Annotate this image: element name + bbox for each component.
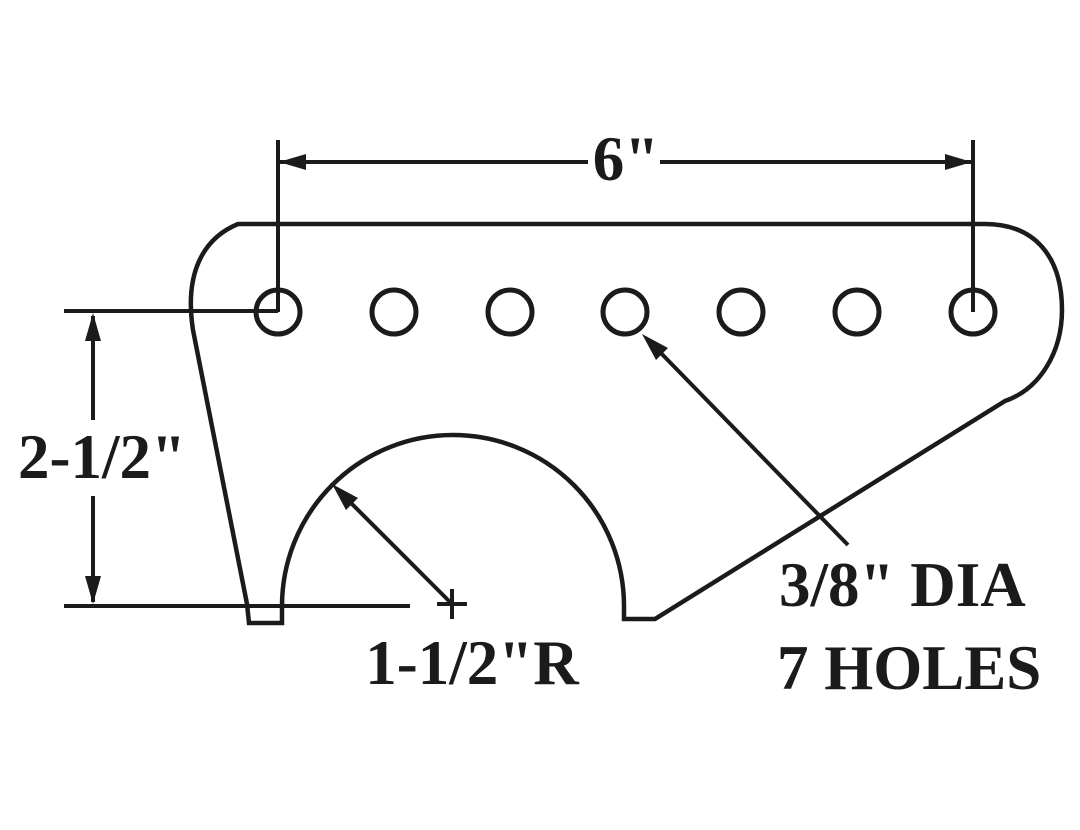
bolt-hole-6 (832, 287, 882, 337)
span-arrowhead-right (945, 154, 972, 170)
holes-note: 3/8" DIA 7 HOLES (642, 334, 1041, 703)
radius-label: 1-1/2"R (365, 628, 580, 698)
bolt-hole-4 (600, 287, 650, 337)
holes-leader-line (654, 346, 850, 547)
bolt-holes (253, 287, 998, 337)
dimension-span: 6" (276, 124, 975, 312)
height-arrowhead-bottom (85, 576, 101, 604)
height-arrowhead-top (85, 313, 101, 341)
bracket-outline (188, 221, 1065, 626)
dimension-radius: 1-1/2"R (332, 484, 580, 698)
bolt-hole-3 (485, 287, 535, 337)
span-dimension-label: 6" (593, 124, 659, 194)
holes-dia-label: 3/8" DIA (779, 550, 1026, 620)
bolt-hole-5 (716, 287, 766, 337)
holes-count-label: 7 HOLES (777, 633, 1041, 703)
height-dimension-label: 2-1/2" (18, 422, 186, 492)
radius-arrowhead (332, 484, 358, 510)
span-arrowhead-left (279, 154, 306, 170)
radius-leader-line (342, 494, 454, 606)
bolt-hole-2 (369, 287, 419, 337)
dimension-height: 2-1/2" (18, 309, 410, 608)
holes-arrowhead (642, 334, 668, 360)
